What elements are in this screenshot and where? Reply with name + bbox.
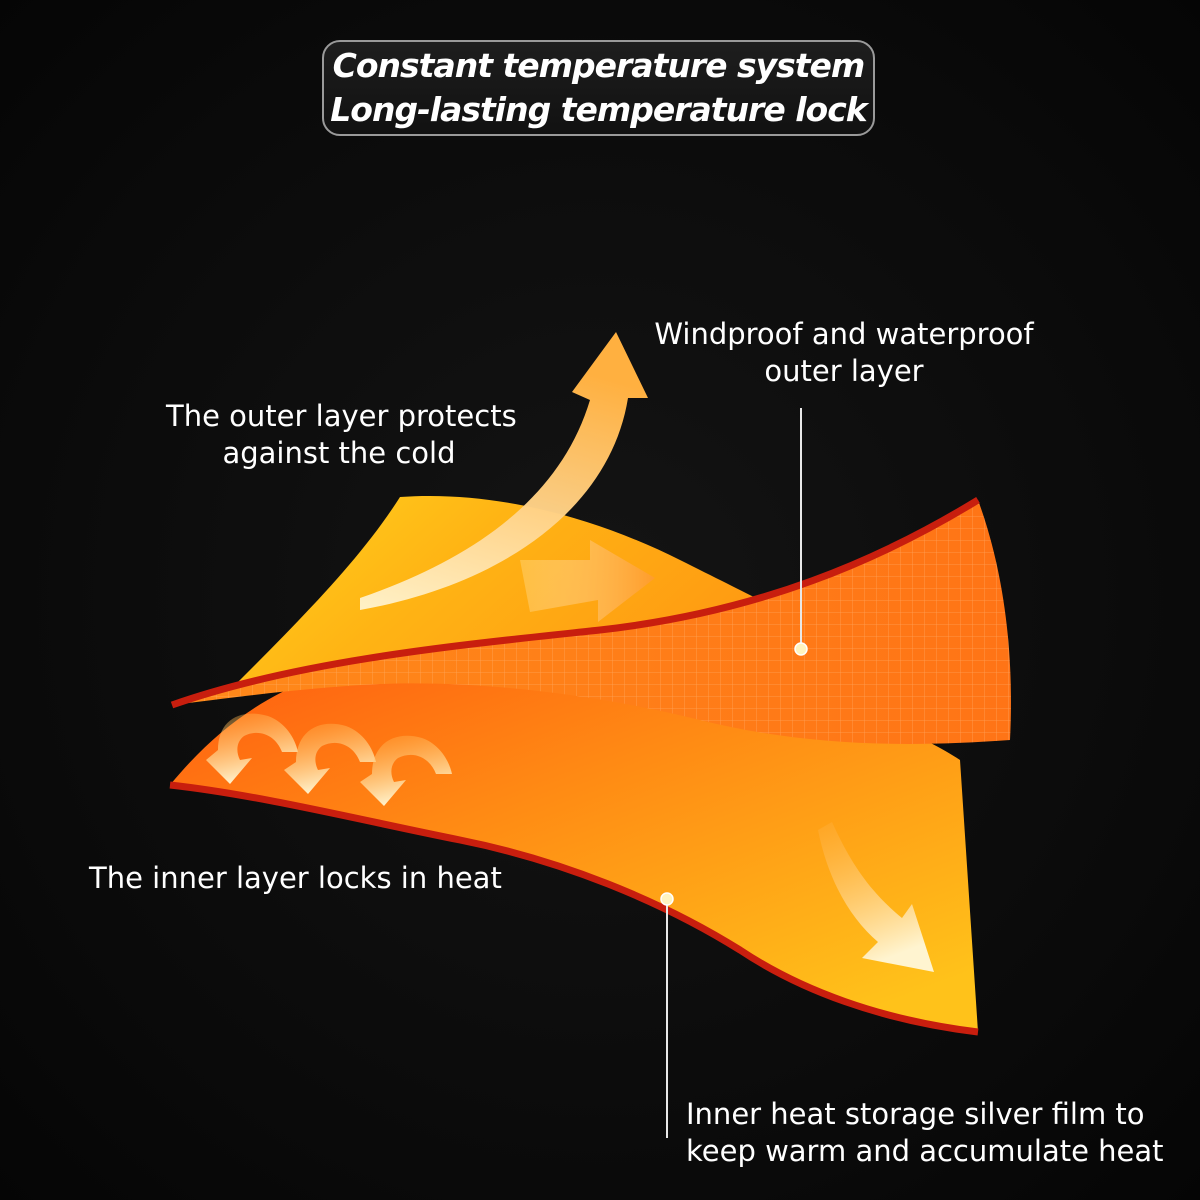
windproof-line-1: Windproof and waterproof xyxy=(648,316,1040,353)
windproof-line-2: outer layer xyxy=(648,353,1040,390)
inner-lock-label: The inner layer locks in heat xyxy=(89,860,502,897)
outer-protect-line-1: The outer layer protects xyxy=(166,398,512,435)
silver-film-label: Inner heat storage silver film to keep w… xyxy=(686,1096,1164,1170)
inner-lock-line-1: The inner layer locks in heat xyxy=(89,860,502,897)
silver-film-line-2: keep warm and accumulate heat xyxy=(686,1133,1164,1170)
windproof-leader-dot xyxy=(795,643,807,655)
outer-protect-line-2: against the cold xyxy=(166,435,512,472)
outer-protect-label: The outer layer protects against the col… xyxy=(166,398,512,472)
windproof-label: Windproof and waterproof outer layer xyxy=(648,316,1040,390)
silver-film-line-1: Inner heat storage silver film to xyxy=(686,1096,1164,1133)
silver-film-leader-dot xyxy=(661,893,673,905)
